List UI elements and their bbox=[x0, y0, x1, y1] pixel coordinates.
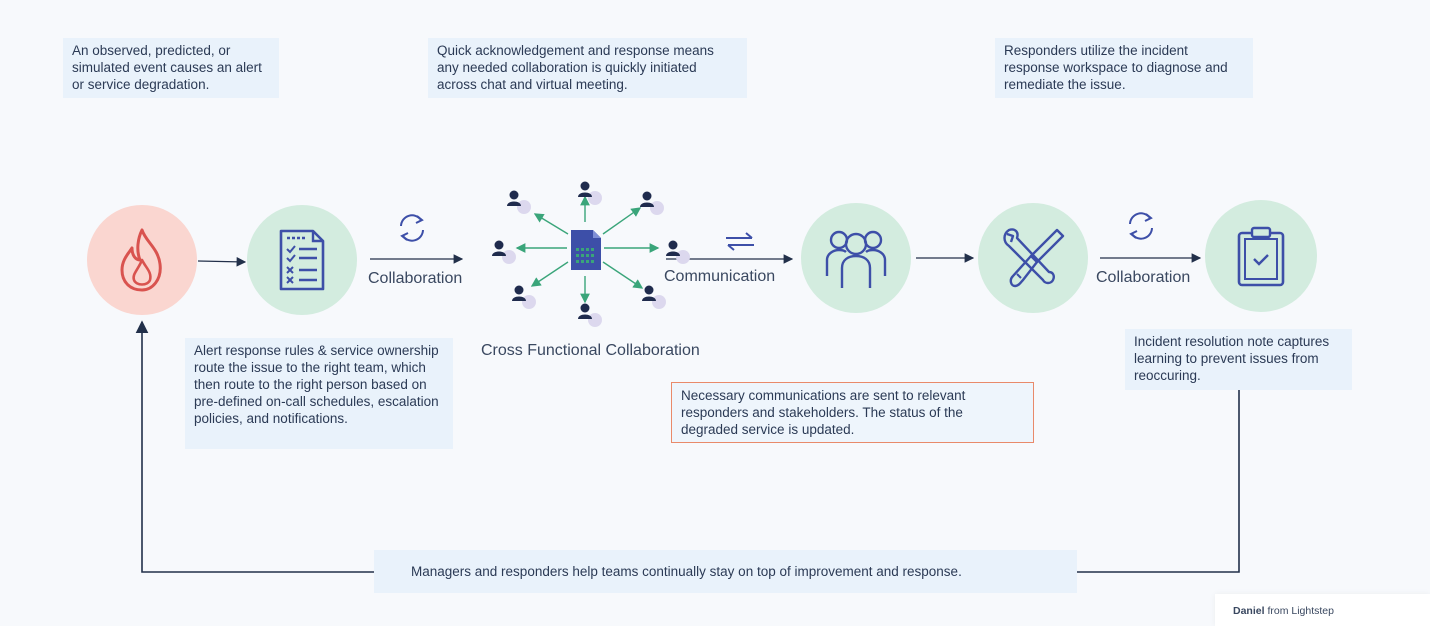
note-responders-workspace: Responders utilize the incident response… bbox=[995, 38, 1253, 98]
author-chip: Daniel from Lightstep bbox=[1215, 594, 1430, 626]
person-icon bbox=[642, 285, 666, 309]
tools-circle bbox=[978, 203, 1088, 313]
arrow-fire-to-checklist bbox=[197, 257, 247, 267]
person-icon bbox=[578, 303, 602, 327]
alert-fire-circle bbox=[87, 205, 197, 315]
person-icon bbox=[492, 240, 516, 264]
note-observed-event: An observed, predicted, or simulated eve… bbox=[63, 38, 279, 98]
author-source: from Lightstep bbox=[1267, 605, 1334, 617]
label-collaboration-2: Collaboration bbox=[1096, 269, 1191, 286]
note-managers-text: Managers and responders help teams conti… bbox=[411, 564, 962, 579]
label-communication: Communication bbox=[664, 268, 776, 285]
exchange-arrows-icon bbox=[726, 232, 754, 251]
label-collaboration-1: Collaboration bbox=[368, 270, 463, 287]
checklist-circle bbox=[247, 205, 357, 315]
note-communications: Necessary communications are sent to rel… bbox=[671, 382, 1034, 443]
note-responders-text: Responders utilize the incident response… bbox=[1004, 43, 1228, 92]
clipboard-check-icon bbox=[1237, 226, 1285, 287]
person-icon bbox=[507, 190, 531, 214]
note-quick-ack: Quick acknowledgement and response means… bbox=[428, 38, 747, 98]
note-observed-text: An observed, predicted, or simulated eve… bbox=[72, 43, 262, 92]
tools-icon bbox=[1003, 228, 1065, 288]
note-alert-rules-text: Alert response rules & service ownership… bbox=[194, 343, 439, 426]
note-communications-text: Necessary communications are sent to rel… bbox=[681, 388, 966, 437]
document-hub-icon bbox=[571, 230, 601, 270]
cycle-icon bbox=[400, 214, 424, 242]
label-cross-functional: Cross Functional Collaboration bbox=[481, 342, 700, 359]
cycle-icon bbox=[1129, 212, 1153, 240]
checklist-icon bbox=[279, 229, 325, 291]
note-resolution: Incident resolution note captures learni… bbox=[1125, 329, 1352, 390]
person-icon bbox=[578, 181, 602, 205]
person-icon bbox=[666, 240, 690, 264]
person-icon bbox=[640, 191, 664, 215]
note-resolution-text: Incident resolution note captures learni… bbox=[1134, 334, 1330, 383]
team-icon bbox=[825, 230, 887, 288]
note-managers: Managers and responders help teams conti… bbox=[374, 550, 1077, 593]
author-name: Daniel bbox=[1233, 605, 1265, 617]
note-quick-ack-text: Quick acknowledgement and response means… bbox=[437, 43, 714, 92]
person-icon bbox=[512, 285, 536, 309]
clipboard-circle bbox=[1205, 200, 1317, 312]
loop-line-right bbox=[1077, 388, 1240, 573]
fire-icon bbox=[120, 228, 162, 292]
team-circle bbox=[801, 203, 911, 313]
note-alert-rules: Alert response rules & service ownership… bbox=[185, 338, 453, 449]
